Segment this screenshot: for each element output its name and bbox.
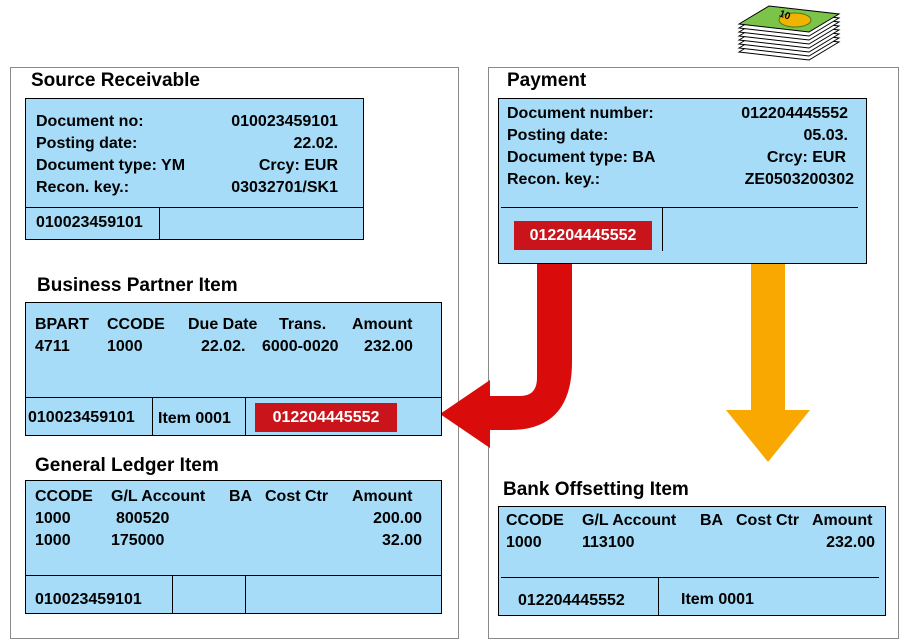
bank-header-amount: Amount [812,512,873,529]
bp-col-divider-2 [245,397,246,435]
sr-posting-date-value: 22.02. [293,135,338,152]
sr-recon-label: Recon. key.: [36,179,130,196]
gl-col-divider-2 [245,575,246,613]
pay-posting-date-label: Posting date: [507,127,609,144]
bp-col-divider-1 [152,397,153,435]
bp-clearing-tag: 012204445552 [255,403,397,432]
money-stack-icon: 10 [725,2,845,64]
gl-row2-amount: 32.00 [381,532,422,549]
gl-header-amount: Amount [352,488,413,505]
bank-header-cost-ctr: Cost Ctr [736,512,800,529]
gl-item-title: General Ledger Item [35,455,219,476]
sr-doc-no-label: Document no: [36,113,144,130]
bp-item-number: Item 0001 [158,410,231,427]
bank-item-number: Item 0001 [681,591,754,608]
bp-header-due-date: Due Date [188,316,258,333]
bp-header-bpart: BPART [35,316,89,333]
sr-doc-type: Document type: YM [36,157,186,174]
pay-currency: Crcy: EUR [766,149,846,166]
bp-cell-amount: 232.00 [364,338,413,355]
bp-cell-due-date: 22.02. [201,338,246,355]
bank-ref-doc: 012204445552 [518,592,625,609]
bank-header-ba: BA [700,512,724,529]
bank-item-box: CCODE G/L Account BA Cost Ctr Amount 100… [498,506,886,616]
pay-doc-no-label: Document number: [507,105,654,122]
gl-row1-amount: 200.00 [373,510,422,527]
pay-doc-no-value: 012204445552 [741,105,848,122]
sr-reference: 010023459101 [36,214,143,231]
bank-col-divider [658,577,659,615]
bp-cell-trans: 6000-0020 [262,338,339,355]
bp-header-trans: Trans. [279,316,327,333]
gl-header-account: G/L Account [111,488,206,505]
gl-header-ba: BA [229,488,253,505]
sr-posting-date-label: Posting date: [36,135,138,152]
payment-box: Document number: 012204445552 Posting da… [498,98,867,264]
source-receivable-box: Document no: 010023459101 Posting date: … [25,98,364,240]
gl-row1-ccode: 1000 [35,510,71,527]
gl-header-ccode: CCODE [35,488,93,505]
pay-divider [501,207,858,208]
bp-header-amount: Amount [352,316,413,333]
bank-item-title: Bank Offsetting Item [503,479,689,500]
bank-header-account: G/L Account [582,512,677,529]
bank-cell-ccode: 1000 [506,534,542,551]
pay-recon-value: ZE0503200302 [744,171,854,188]
bp-divider [26,397,441,398]
pay-ref-divider [662,207,663,251]
pay-recon-label: Recon. key.: [507,171,601,188]
bp-cell-bpart: 4711 [35,338,70,355]
sr-ref-divider [159,207,160,239]
gl-row2-account: 175000 [111,532,165,549]
sr-divider [26,207,363,208]
gl-divider [26,575,441,576]
payment-title: Payment [507,70,587,91]
pay-posting-date-value: 05.03. [803,127,848,144]
gl-item-box: CCODE G/L Account BA Cost Ctr Amount 100… [25,480,442,614]
sr-recon-value: 03032701/SK1 [231,179,338,196]
gl-header-cost-ctr: Cost Ctr [265,488,329,505]
bank-cell-account: 113100 [582,534,635,551]
bp-item-title: Business Partner Item [37,275,238,296]
sr-currency: Crcy: EUR [258,157,338,174]
source-receivable-title: Source Receivable [31,70,200,91]
bp-item-box: BPART CCODE Due Date Trans. Amount 4711 … [25,302,442,436]
bp-ref-doc: 010023459101 [28,409,135,426]
offset-orange-arrow [726,262,810,462]
pay-reference-tag: 012204445552 [514,221,652,250]
bank-divider [501,577,879,578]
clearing-red-arrow [440,255,572,448]
bank-header-ccode: CCODE [506,512,564,529]
gl-row2-ccode: 1000 [35,532,71,549]
gl-row1-account: 800520 [116,510,170,527]
bp-header-ccode: CCODE [107,316,165,333]
gl-col-divider-1 [172,575,173,613]
sr-doc-no-value: 010023459101 [231,113,338,130]
pay-doc-type: Document type: BA [507,149,656,166]
bp-cell-ccode: 1000 [107,338,143,355]
gl-ref-doc: 010023459101 [35,591,142,608]
bank-cell-amount: 232.00 [826,534,875,551]
